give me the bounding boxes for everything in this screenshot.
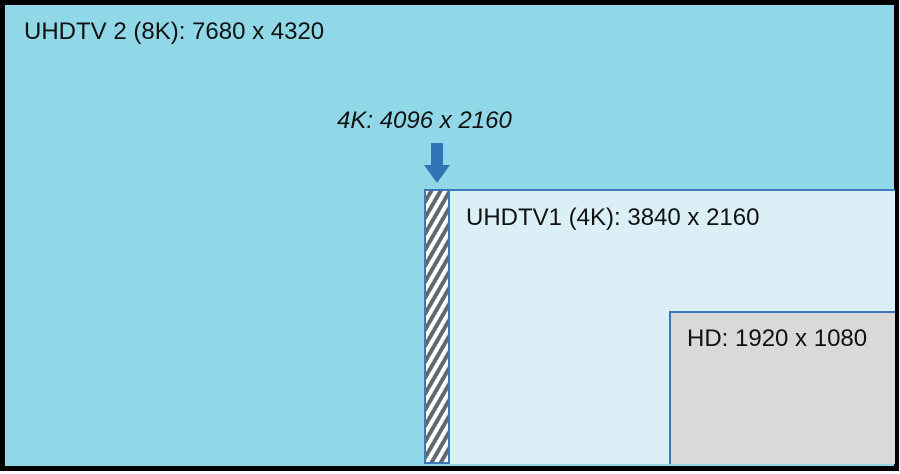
hd-region: [669, 311, 895, 464]
uhdtv2-label: UHDTV 2 (8K): 7680 x 4320: [24, 18, 325, 45]
down-arrow-icon: [424, 143, 450, 183]
uhdtv1-label: UHDTV1 (4K): 3840 x 2160: [466, 204, 760, 231]
hd-label: HD: 1920 x 1080: [687, 325, 868, 352]
cinema-4k-extra-strip: [424, 189, 450, 464]
cinema-4k-label: 4K: 4096 x 2160: [337, 107, 512, 134]
